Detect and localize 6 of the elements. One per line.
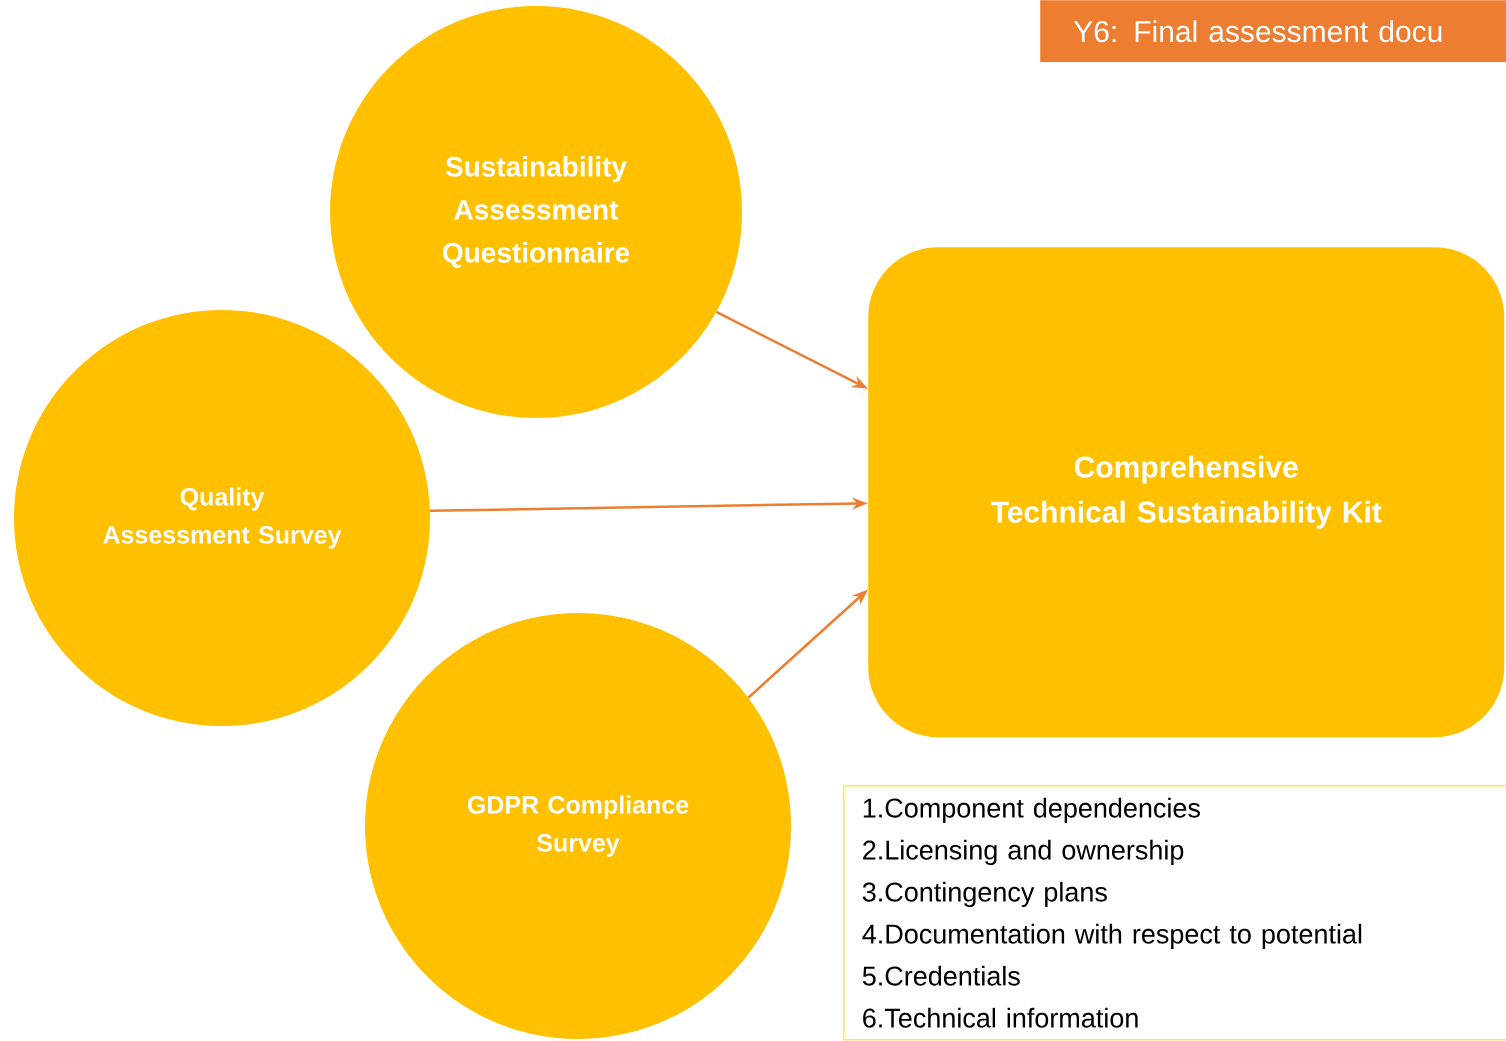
circle-node: Quality Assessment Survey bbox=[14, 310, 430, 726]
circle-node: GDPR Compliance Survey bbox=[365, 613, 791, 1039]
process-box: Comprehensive Technical Sustainability Kit bbox=[868, 247, 1505, 738]
title-banner: Y6: Final assessment docu bbox=[1040, 0, 1506, 63]
circle-node: Sustainability Assessment Questionnaire bbox=[330, 6, 742, 418]
text-box: 1.Component dependencies 2.Licensing and ownership 3.Contingency plans 4.Documentation with respect to potential 5.Credentials 6.Technical information bbox=[843, 785, 1506, 1041]
